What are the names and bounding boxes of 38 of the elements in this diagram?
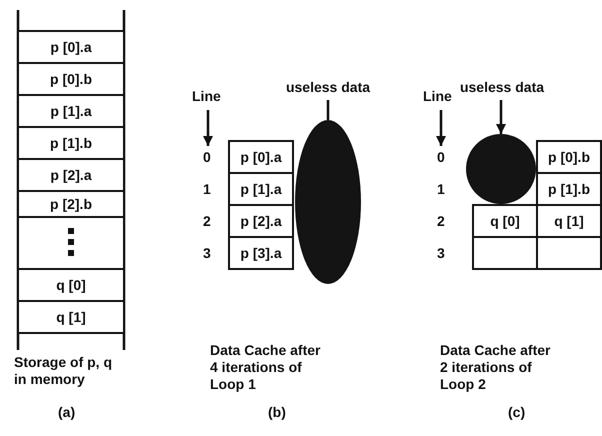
cache-slot: p [1].a bbox=[228, 172, 294, 206]
leader-line bbox=[326, 100, 330, 120]
arrow bbox=[496, 100, 506, 134]
memory-slot: p [1].a bbox=[17, 94, 125, 128]
cache-slot: p [1].b bbox=[536, 172, 602, 206]
ellipsis-slot bbox=[17, 216, 125, 270]
annotation-text: useless data bbox=[286, 78, 370, 96]
row-number: 0 bbox=[203, 149, 211, 166]
cache-slot bbox=[472, 236, 538, 270]
cache-slot: p [0].b bbox=[536, 140, 602, 174]
annotation-text: useless data bbox=[460, 78, 544, 96]
cache-slot: q [0] bbox=[472, 204, 538, 238]
panel-label: (b) bbox=[268, 404, 286, 421]
row-number: 2 bbox=[203, 213, 211, 230]
axis-title: Line bbox=[423, 88, 452, 105]
caption-text: Data Cache after 4 iterations of Loop 1 bbox=[210, 342, 322, 393]
caption-text: Storage of p, q in memory bbox=[14, 354, 113, 388]
memory-slot: p [1].b bbox=[17, 126, 125, 160]
memory-slot: q [0] bbox=[17, 268, 125, 302]
caption-text: Data Cache after 2 iterations of Loop 2 bbox=[440, 342, 552, 393]
row-number: 2 bbox=[437, 213, 445, 230]
cache-slot: p [2].a bbox=[228, 204, 294, 238]
memory-slot: q [1] bbox=[17, 300, 125, 334]
cache-slot: p [3].a bbox=[228, 236, 294, 270]
row-number: 1 bbox=[437, 181, 445, 198]
axis-title: Line bbox=[192, 88, 221, 105]
memory-slot: p [2].a bbox=[17, 158, 125, 192]
cache-slot bbox=[536, 236, 602, 270]
memory-slot: p [2].b bbox=[17, 190, 125, 218]
panel-label: (c) bbox=[508, 404, 526, 421]
row-number: 3 bbox=[203, 245, 211, 262]
panel-label: (a) bbox=[58, 404, 76, 421]
memory-slot: p [0].b bbox=[17, 62, 125, 96]
row-number: 3 bbox=[437, 245, 445, 262]
row-number: 0 bbox=[437, 149, 445, 166]
cache-slot: p [0].a bbox=[228, 140, 294, 174]
row-number: 1 bbox=[203, 181, 211, 198]
memory-slot: p [0].a bbox=[17, 30, 125, 64]
